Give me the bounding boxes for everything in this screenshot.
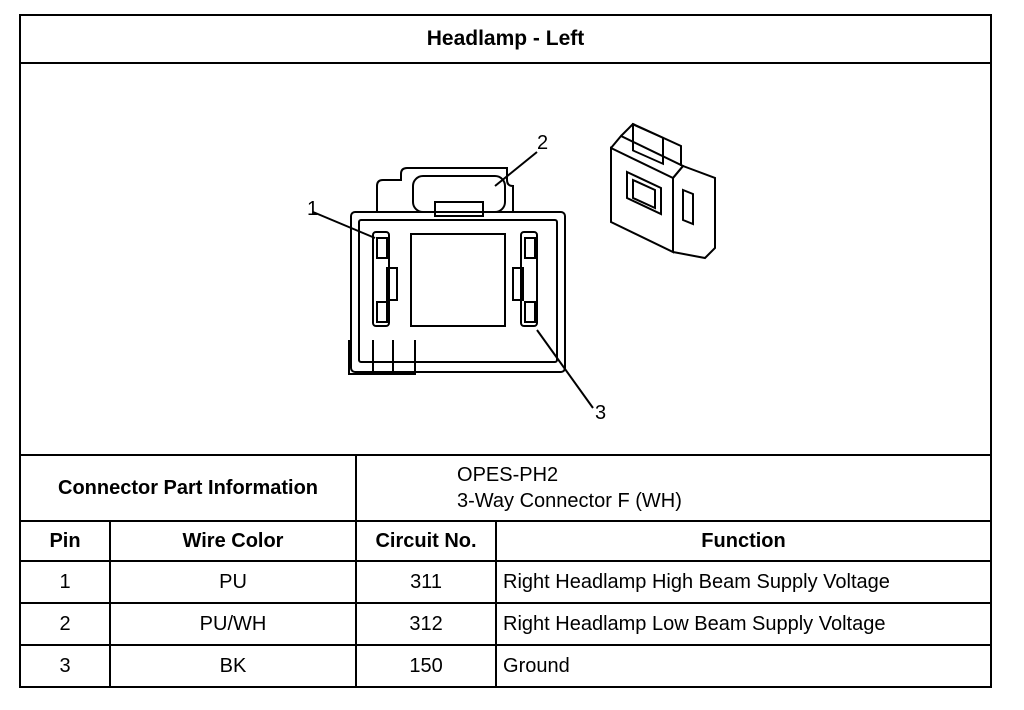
function-cell: Right Headlamp Low Beam Supply Voltage xyxy=(495,602,991,646)
pin-cell: 1 xyxy=(21,560,111,604)
callout-2: 2 xyxy=(537,132,549,154)
part-number: OPES-PH2 xyxy=(457,464,559,486)
leader-line-2 xyxy=(494,151,538,187)
wire-color-cell: PU xyxy=(108,560,358,604)
header-circuit: Circuit No. xyxy=(355,520,498,562)
circuit-cell: 312 xyxy=(355,602,498,646)
connector-face-drawing xyxy=(348,167,566,375)
connector-description: 3-Way Connector F (WH) xyxy=(457,490,682,512)
wire-color-cell: PU/WH xyxy=(108,602,358,646)
circuit-cell: 311 xyxy=(355,560,498,604)
connector-sheet: Headlamp - Left xyxy=(19,14,992,688)
table-row: 2 PU/WH 312 Right Headlamp Low Beam Supp… xyxy=(21,602,991,646)
callout-1: 1 xyxy=(307,198,319,220)
connector-info-label: Connector Part Information xyxy=(21,456,358,522)
leader-line-1 xyxy=(312,211,376,239)
leader-line-3 xyxy=(536,329,594,409)
connector-diagram: 1 2 3 xyxy=(21,62,990,456)
connector-info-row: Connector Part Information OPES-PH2 3-Wa… xyxy=(21,456,991,522)
function-cell: Ground xyxy=(495,644,991,686)
connector-info-value: OPES-PH2 3-Way Connector F (WH) xyxy=(355,456,991,522)
function-cell: Right Headlamp High Beam Supply Voltage xyxy=(495,560,991,604)
header-pin: Pin xyxy=(21,520,111,562)
table-row: 3 BK 150 Ground xyxy=(21,644,991,686)
circuit-cell: 150 xyxy=(355,644,498,686)
callout-3: 3 xyxy=(595,402,607,424)
table-row: 1 PU 311 Right Headlamp High Beam Supply… xyxy=(21,560,991,604)
pin-cell: 2 xyxy=(21,602,111,646)
page-title: Headlamp - Left xyxy=(21,16,990,64)
pin-cell: 3 xyxy=(21,644,111,686)
table-header-row: Pin Wire Color Circuit No. Function xyxy=(21,520,991,562)
header-wire-color: Wire Color xyxy=(108,520,358,562)
connector-table: Connector Part Information OPES-PH2 3-Wa… xyxy=(21,456,991,686)
wire-color-cell: BK xyxy=(108,644,358,686)
connector-isometric-drawing xyxy=(610,122,716,260)
header-function: Function xyxy=(495,520,991,562)
connector-illustration xyxy=(312,122,716,409)
